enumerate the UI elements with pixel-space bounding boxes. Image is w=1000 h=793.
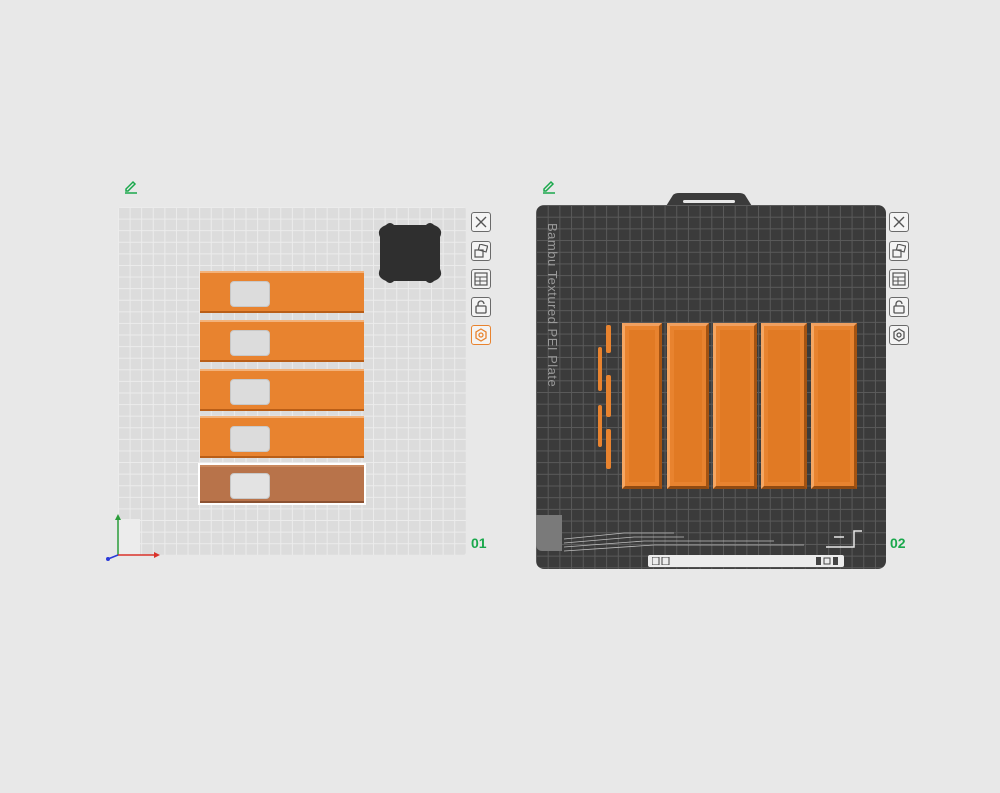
bed-type-label: Bambu Textured PEI Plate [545, 223, 560, 388]
lock-plate-button[interactable] [889, 297, 909, 317]
plate-origin-block [118, 519, 140, 555]
build-plate-02[interactable]: Bambu Textured PEI Plate [536, 205, 886, 569]
part-1[interactable] [200, 271, 364, 313]
delete-plate-button[interactable] [471, 212, 491, 232]
plate-symbols-icon [816, 557, 838, 565]
xyz-axes-gizmo [106, 514, 160, 561]
part-cutout [230, 379, 270, 405]
part-bar-2[interactable] [667, 323, 709, 489]
orient-icon [474, 244, 488, 258]
small-part[interactable] [606, 375, 611, 417]
plate-settings-button[interactable] [889, 325, 909, 345]
delete-plate-button[interactable] [889, 212, 909, 232]
gear-icon [475, 328, 487, 342]
orient-icon [892, 244, 906, 258]
small-part[interactable] [598, 347, 602, 391]
part-5-selected[interactable] [198, 463, 366, 505]
part-3[interactable] [200, 369, 364, 411]
lock-plate-button[interactable] [471, 297, 491, 317]
part-cutout [230, 473, 270, 499]
plate-engraving-lines [564, 530, 862, 552]
part-bar-5[interactable] [811, 323, 857, 489]
close-icon [475, 216, 487, 228]
plate-footer-strip [648, 555, 844, 567]
edit-plate-name-icon[interactable] [541, 178, 557, 194]
part-bar-1[interactable] [622, 323, 662, 489]
part-2[interactable] [200, 320, 364, 362]
part-bar-3[interactable] [713, 323, 757, 489]
part-bar-4[interactable] [761, 323, 807, 489]
edit-plate-name-icon[interactable] [123, 178, 139, 194]
plate-corner-marker [536, 515, 562, 551]
gear-icon [893, 328, 905, 342]
part-4[interactable] [200, 416, 364, 458]
part-cutout [230, 281, 270, 307]
lock-open-icon [475, 300, 487, 314]
auto-orient-button[interactable] [471, 241, 491, 261]
lock-open-icon [893, 300, 905, 314]
part-cutout [230, 426, 270, 452]
plate-settings-button[interactable] [471, 325, 491, 345]
arrange-button[interactable] [889, 269, 909, 289]
close-icon [893, 216, 905, 228]
auto-orient-button[interactable] [889, 241, 909, 261]
plate-number-02: 02 [890, 535, 906, 551]
qr-icon [652, 557, 670, 565]
arrange-button[interactable] [471, 269, 491, 289]
arrange-icon [892, 272, 906, 286]
small-part[interactable] [606, 325, 611, 353]
small-part[interactable] [598, 405, 602, 447]
prime-tower[interactable] [376, 221, 444, 285]
build-plate-01[interactable] [118, 207, 466, 555]
part-cutout [230, 330, 270, 356]
plate-number-01: 01 [471, 535, 487, 551]
arrange-icon [474, 272, 488, 286]
small-part[interactable] [606, 429, 611, 469]
